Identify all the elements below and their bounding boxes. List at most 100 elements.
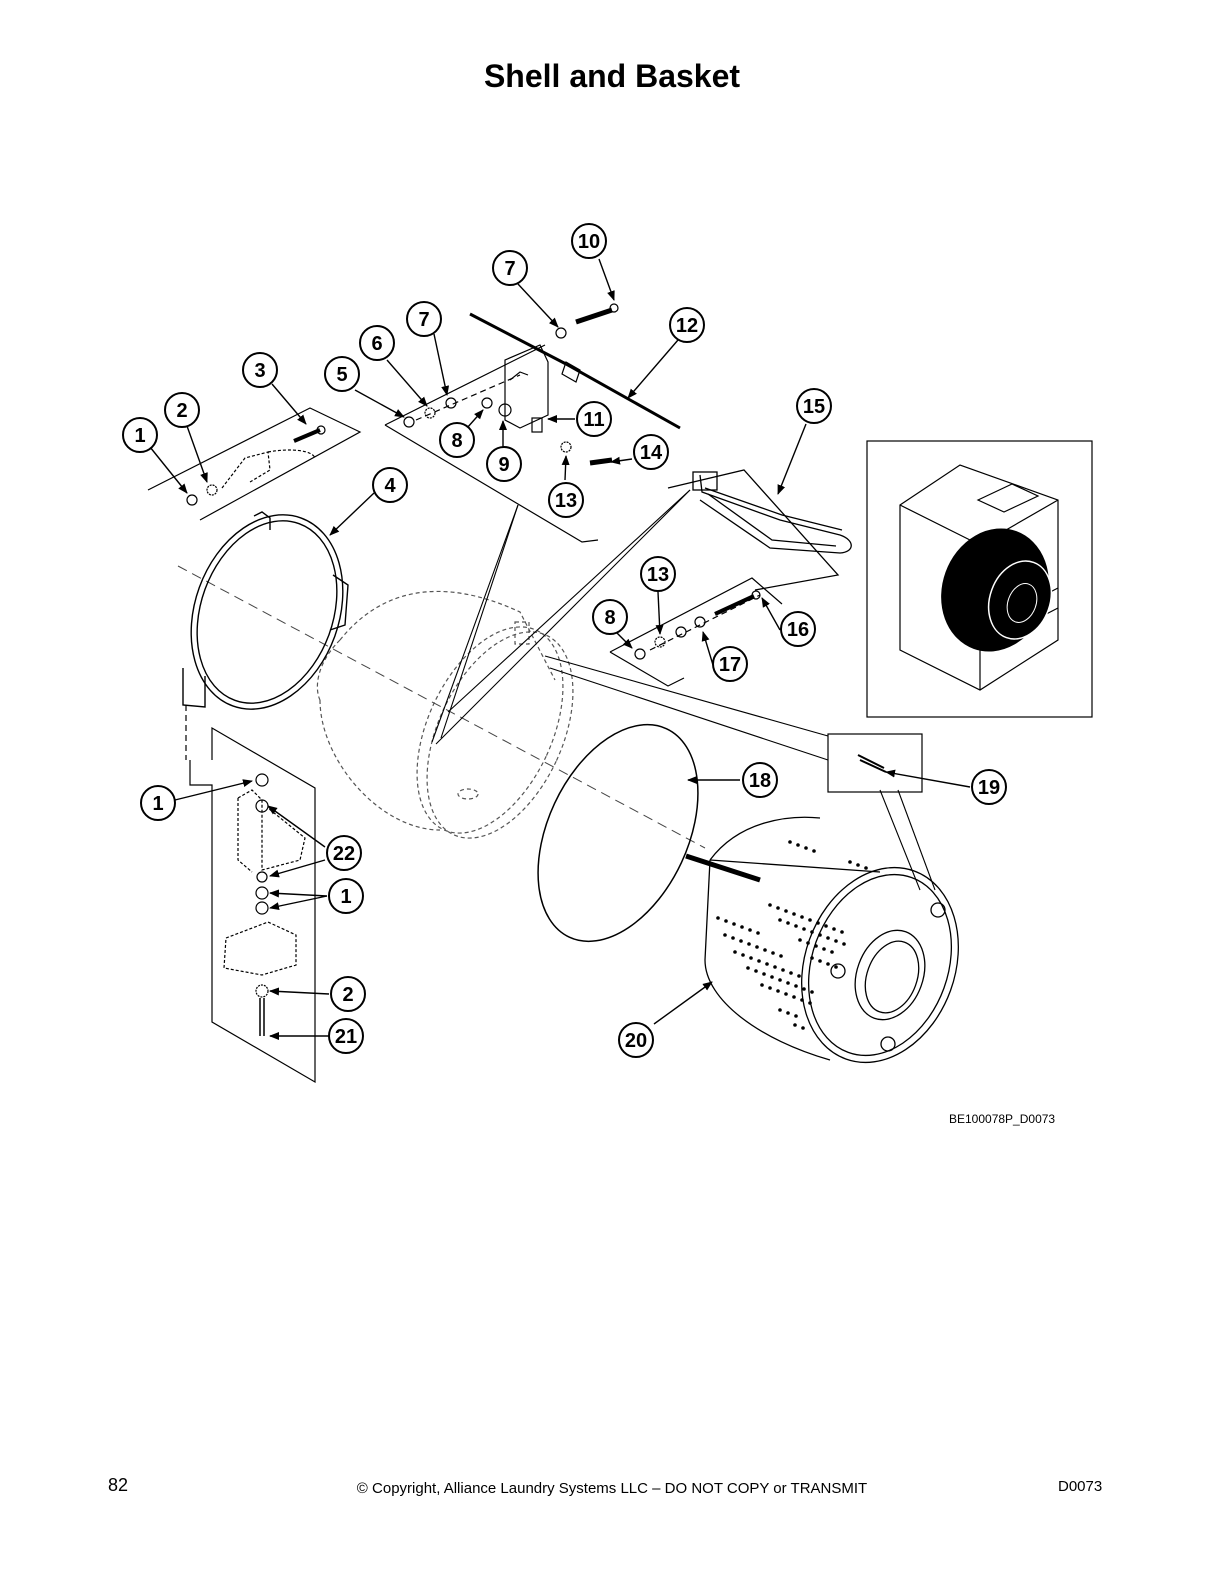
callout-circle — [548, 482, 584, 518]
heating-element — [667, 469, 852, 591]
basket-hole — [824, 924, 828, 928]
callout-circle — [669, 307, 705, 343]
callout-19: 19 — [971, 769, 1007, 805]
callout-number: 13 — [647, 564, 669, 586]
basket-hole — [818, 959, 822, 963]
basket-hole — [749, 956, 753, 960]
callout-5: 5 — [324, 356, 360, 392]
callout-number: 1 — [152, 793, 163, 815]
basket-hole — [723, 933, 727, 937]
callout-circle — [324, 356, 360, 392]
callout-7: 7 — [406, 301, 442, 337]
callout-13: 13 — [640, 556, 676, 592]
callout-10: 10 — [571, 223, 607, 259]
callout-number: 6 — [371, 333, 382, 355]
page-title: Shell and Basket — [483, 58, 741, 94]
basket-hole — [864, 866, 868, 870]
basket-hole — [794, 984, 798, 988]
callout-number: 19 — [978, 777, 1000, 799]
page-number: 82 — [108, 1475, 129, 1495]
basket-hole — [848, 860, 852, 864]
snap-ring — [537, 723, 699, 943]
bracket-panel-mid-right — [609, 577, 783, 687]
basket-hole — [826, 962, 830, 966]
callout-number: 21 — [335, 1026, 357, 1048]
basket-hole — [822, 947, 826, 951]
basket-hole — [812, 849, 816, 853]
basket-hole — [806, 941, 810, 945]
basket-hole — [792, 995, 796, 999]
callout-21: 21 — [328, 1018, 364, 1054]
basket-hole — [786, 1011, 790, 1015]
basket-hole — [826, 936, 830, 940]
callout-circle — [406, 301, 442, 337]
callout-circle — [971, 769, 1007, 805]
callout-circle — [618, 1022, 654, 1058]
callout-6: 6 — [359, 325, 395, 361]
basket-hole — [760, 983, 764, 987]
callout-number: 9 — [498, 454, 509, 476]
basket-hole — [793, 1023, 797, 1027]
callout-15: 15 — [796, 388, 832, 424]
basket-hole — [800, 998, 804, 1002]
callout-number: 1 — [134, 425, 145, 447]
basket-hole — [792, 912, 796, 916]
basket-hole — [802, 987, 806, 991]
rear-bracket-panel — [185, 705, 316, 1084]
callout-circle — [439, 422, 475, 458]
callout-13: 13 — [548, 482, 584, 518]
basket-hole — [801, 1026, 805, 1030]
callout-circle — [633, 434, 669, 470]
callout-number: 10 — [578, 231, 600, 253]
copyright-notice: © Copyright, Alliance Laundry Systems LL… — [356, 1480, 868, 1497]
basket-hole — [748, 928, 752, 932]
basket-hole — [778, 918, 782, 922]
callout-number: 5 — [336, 364, 347, 386]
basket-hole — [784, 992, 788, 996]
callout-1: 1 — [140, 785, 176, 821]
callout-7: 7 — [492, 250, 528, 286]
basket-hole — [768, 903, 772, 907]
callout-circle — [326, 835, 362, 871]
hinge-panel — [384, 303, 681, 543]
callout-circle — [576, 401, 612, 437]
callout-number: 16 — [787, 619, 809, 641]
callout-number: 12 — [676, 315, 698, 337]
callout-circle — [122, 417, 158, 453]
basket-hole — [796, 843, 800, 847]
basket-hole — [779, 954, 783, 958]
machine-inset — [866, 440, 1093, 718]
callout-22: 22 — [326, 835, 362, 871]
basket-hole — [776, 906, 780, 910]
callout-number: 22 — [333, 843, 355, 865]
basket-hole — [741, 953, 745, 957]
callout-circle — [712, 646, 748, 682]
callout-17: 17 — [712, 646, 748, 682]
basket-hole — [830, 950, 834, 954]
basket-hole — [739, 939, 743, 943]
basket-hole — [786, 981, 790, 985]
callout-number: 7 — [504, 258, 515, 280]
basket-hole — [747, 942, 751, 946]
callout-number: 13 — [555, 490, 577, 512]
basket-hole — [762, 972, 766, 976]
callout-16: 16 — [780, 611, 816, 647]
basket-hole — [754, 969, 758, 973]
basket-hole — [763, 948, 767, 952]
callout-14: 14 — [633, 434, 669, 470]
callout-11: 11 — [576, 401, 612, 437]
callout-circle — [486, 446, 522, 482]
basket-hole — [800, 915, 804, 919]
callout-circle — [592, 599, 628, 635]
basket-hole — [810, 956, 814, 960]
outer-shell — [316, 590, 574, 839]
callout-number: 17 — [719, 654, 741, 676]
basket-hole — [768, 986, 772, 990]
callout-3: 3 — [242, 352, 278, 388]
basket-hole — [810, 990, 814, 994]
basket-hole — [732, 922, 736, 926]
basket-hole — [834, 939, 838, 943]
callout-circle — [571, 223, 607, 259]
basket-hole — [794, 924, 798, 928]
